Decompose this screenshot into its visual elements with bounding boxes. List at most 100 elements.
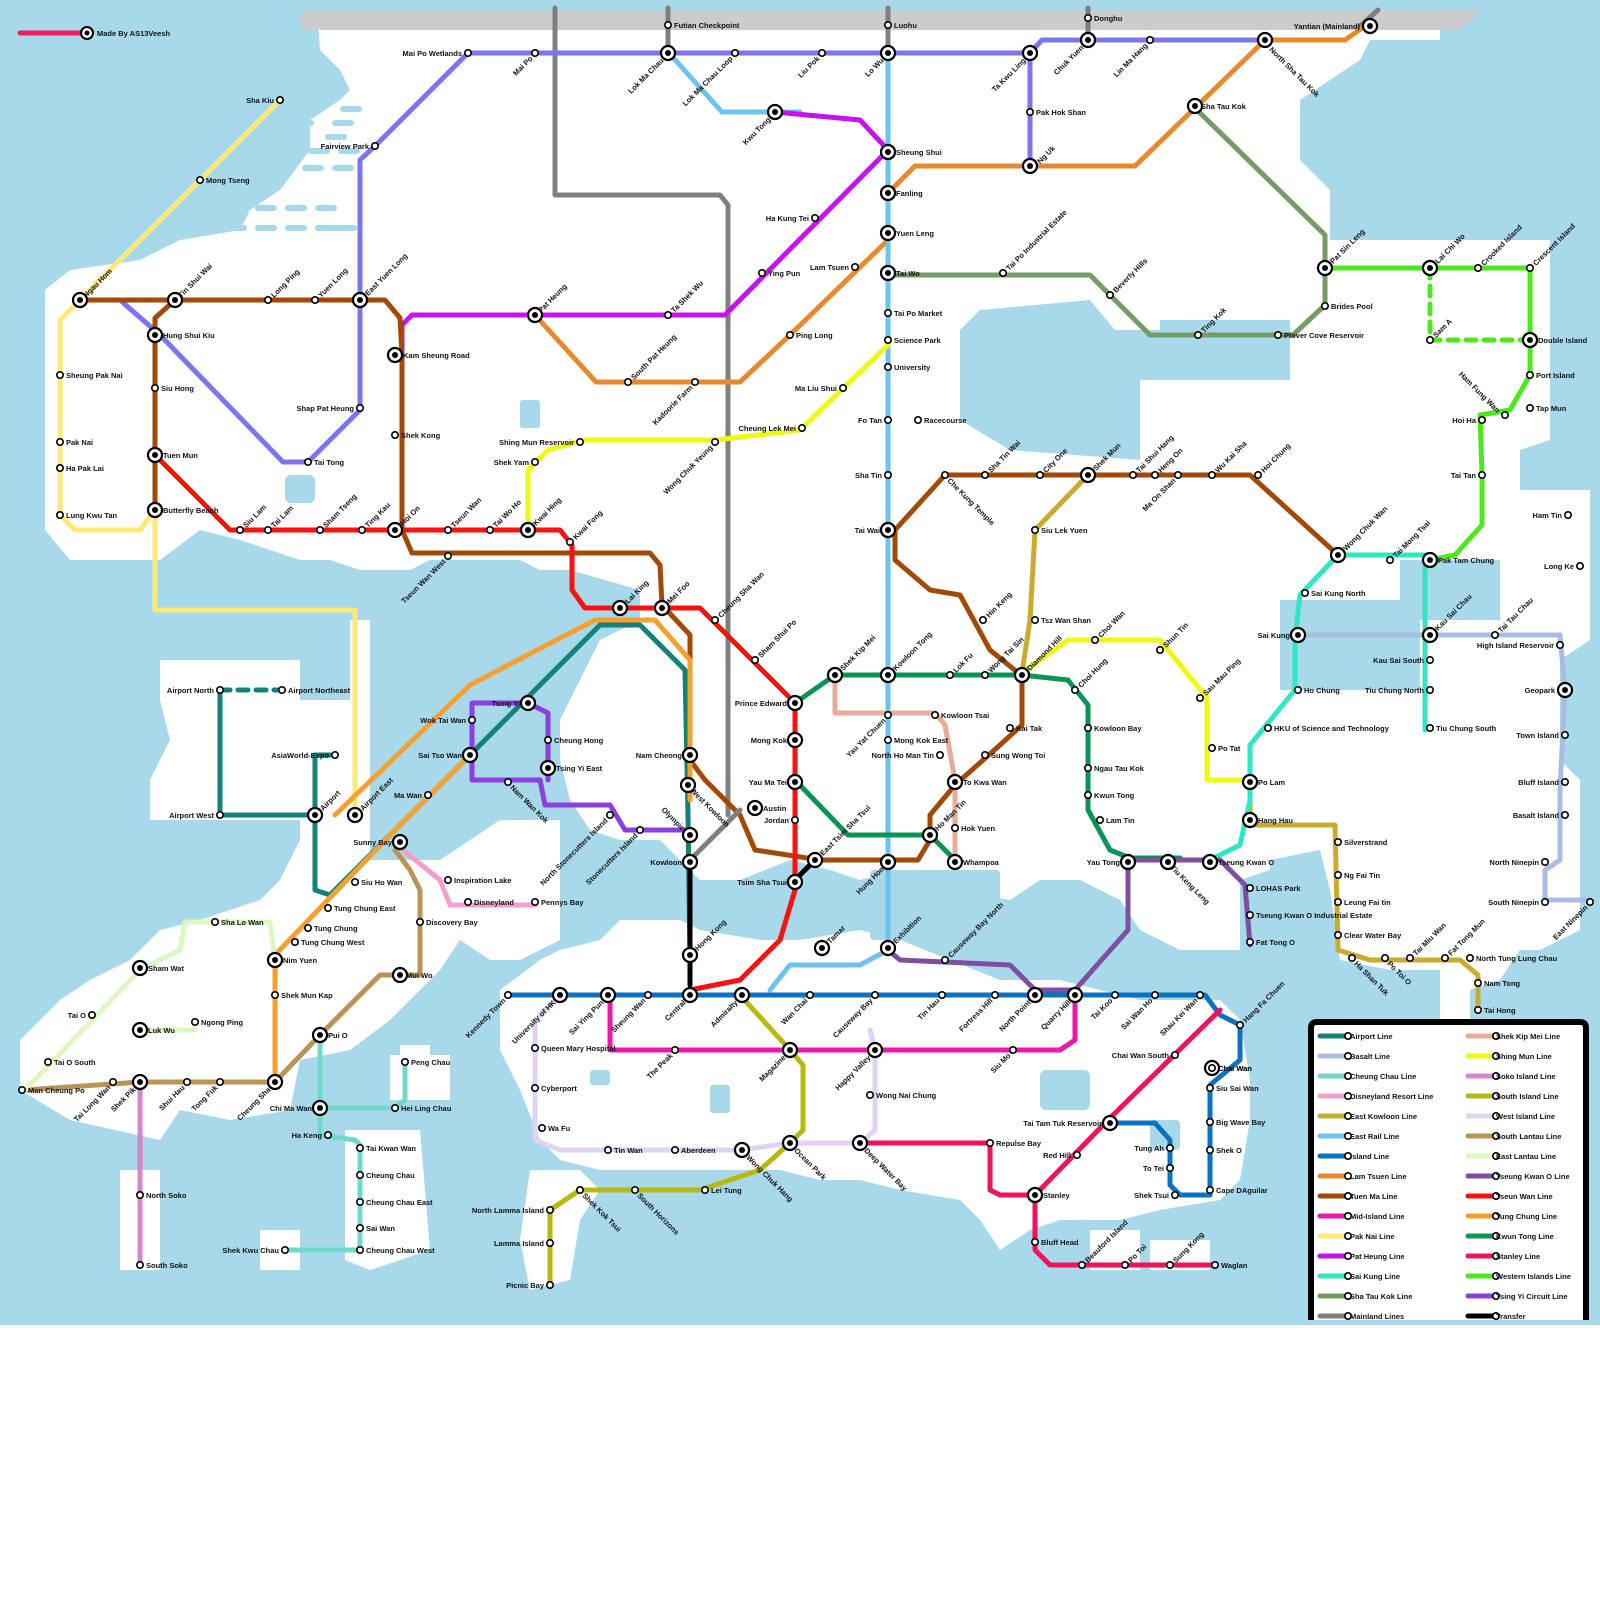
station: Tseung Kwan O Industrial Estate <box>1247 911 1373 920</box>
interchange-marker-dot <box>927 832 933 838</box>
station-label: Repulse Bay <box>996 1139 1042 1148</box>
station-label: Tseung Kwan O Industrial Estate <box>1256 911 1373 920</box>
station-marker <box>352 879 358 885</box>
station: Repulse Bay <box>987 1139 1042 1148</box>
station-label: Man Cheung Po <box>28 1086 85 1095</box>
interchange-marker-dot <box>812 857 818 863</box>
station-marker <box>692 379 698 385</box>
station: Kowloon Bay <box>1085 724 1143 733</box>
station-label: Chai Wan South <box>1112 1051 1170 1060</box>
station-marker <box>752 657 758 663</box>
station-label: Picnic Bay <box>506 1281 545 1290</box>
station-marker <box>1072 687 1078 693</box>
station-label: Sai Tso Wan <box>418 751 462 760</box>
station-label: Tung Chung West <box>301 938 365 947</box>
interchange-marker-dot <box>1367 23 1373 29</box>
station-label: Mui Wo <box>406 971 433 980</box>
station-marker <box>915 417 921 423</box>
interchange-marker-dot <box>1527 337 1533 343</box>
station: Sheung Pak Nai <box>57 371 123 380</box>
fishpond <box>315 205 337 211</box>
fishpond <box>285 205 307 211</box>
station-label: Tin Wan <box>614 1146 643 1155</box>
station-marker <box>645 992 651 998</box>
station-marker <box>217 687 223 693</box>
station-marker <box>885 22 891 28</box>
station-label: Lam Tin <box>1106 816 1135 825</box>
station: Yau Ma Tei <box>749 775 802 789</box>
station-label: Kam Sheung Road <box>403 351 470 360</box>
station: Futian Checkpoint <box>665 21 740 30</box>
station-marker <box>357 1199 363 1205</box>
station-label: Racecourse <box>924 416 967 425</box>
station-label: Tuen Mun <box>163 451 198 460</box>
station: Tsing Yi <box>492 696 535 710</box>
station-marker <box>1562 732 1568 738</box>
station: Science Park <box>885 336 942 345</box>
station: Tseung Kwan O <box>1203 855 1274 869</box>
station: Tuen Mun <box>148 448 198 462</box>
station-marker <box>1209 472 1215 478</box>
station-label: Ma Liu Shui <box>795 384 837 393</box>
station: Tung Chung West <box>292 938 365 947</box>
station-label: Cape DAguilar <box>1216 1186 1268 1195</box>
legend-label: Transfer <box>1496 1312 1526 1321</box>
station-label: Tung Chung <box>314 924 358 933</box>
station-label: Fo Tan <box>858 416 882 425</box>
station: Tsz Wan Shan <box>1032 616 1092 625</box>
station-marker <box>19 1087 25 1093</box>
station-label: Siu Ho Wan <box>361 878 403 887</box>
station: Shek Kwu Chau <box>222 1246 288 1255</box>
station-label: Sung Wong Toi <box>991 751 1045 760</box>
station-label: Kowloon <box>650 858 682 867</box>
station-marker <box>992 992 998 998</box>
legend-label: Disneyland Resort Line <box>1350 1092 1433 1101</box>
station-marker <box>1442 955 1448 961</box>
station: Po Lam <box>1243 775 1285 789</box>
station-marker <box>982 672 988 678</box>
station-label: Basalt Island <box>1513 811 1560 820</box>
station-label: Tiu Chung South <box>1436 724 1497 733</box>
station-marker <box>1237 1022 1243 1028</box>
station-label: Cheung Hong <box>554 736 604 745</box>
station: Cheung Chau West <box>357 1246 435 1255</box>
station-marker <box>942 957 948 963</box>
interchange-marker-dot <box>952 859 958 865</box>
interchange-marker-dot <box>1072 992 1078 998</box>
station-marker <box>357 1247 363 1253</box>
station-marker <box>1562 812 1568 818</box>
station-label: Tap Mun <box>1536 404 1567 413</box>
station-label: Mai Po Wetlands <box>403 49 462 58</box>
station-label: Futian Checkpoint <box>674 21 740 30</box>
station-label: North Soko <box>146 1191 187 1200</box>
station-label: Kai Tak <box>1016 724 1043 733</box>
station-marker <box>1207 1085 1213 1091</box>
interchange-marker-dot <box>392 352 398 358</box>
station: Tai Po Market <box>885 309 943 318</box>
station-label: Po Tat <box>1218 744 1241 753</box>
station-label: Airport West <box>169 811 214 820</box>
station: HKU of Science and Technology <box>1265 724 1390 733</box>
interchange-marker-dot <box>1192 103 1198 109</box>
station: Pak Hok Shan <box>1027 108 1087 117</box>
station-marker <box>1382 955 1388 961</box>
station-label: Inspiration Lake <box>454 876 512 885</box>
station-marker <box>1092 637 1098 643</box>
interchange-marker-dot <box>152 507 158 513</box>
station-label: Cyberport <box>541 1084 577 1093</box>
interchange-marker-dot <box>525 700 531 706</box>
interchange-marker-dot <box>885 672 891 678</box>
interchange-marker-dot <box>532 312 538 318</box>
station: Shek Mun Kap <box>272 991 333 1000</box>
interchange-marker-dot <box>687 992 693 998</box>
station-marker <box>402 1059 408 1065</box>
interchange-marker-dot <box>137 1027 143 1033</box>
station: Tai Kwan Wan <box>357 1144 417 1153</box>
station-marker <box>1479 417 1485 423</box>
station: Wa Fu <box>539 1124 571 1133</box>
station-marker <box>532 1085 538 1091</box>
station: Fanling <box>881 186 923 200</box>
station-label: Nam Tong <box>1484 979 1521 988</box>
station: Sha Tau Kok <box>1188 99 1247 113</box>
station-marker <box>392 432 398 438</box>
